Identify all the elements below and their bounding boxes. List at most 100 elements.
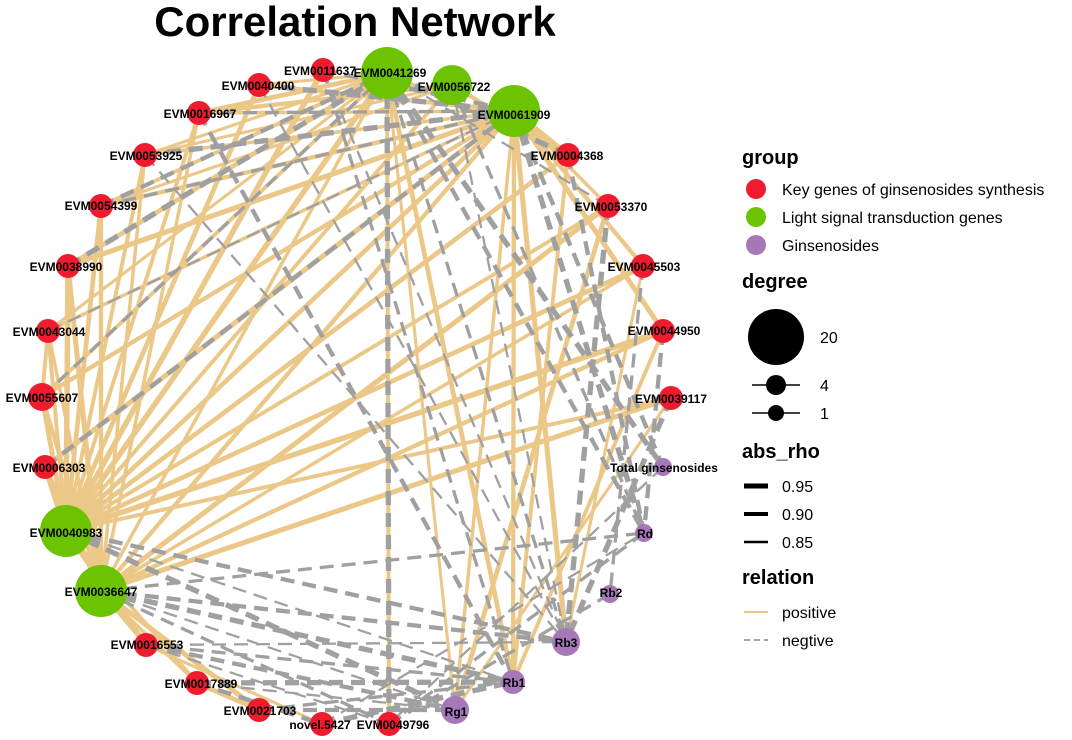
legend-absrho-label: 0.95	[782, 479, 813, 496]
legend-absrho-title: abs_rho	[742, 441, 820, 463]
node-label: EVM0038990	[30, 260, 103, 274]
node-label: EVM0011637	[284, 64, 356, 78]
node-label: EVM0043044	[13, 325, 86, 339]
network-node	[377, 712, 401, 736]
legend-relation-title: relation	[742, 567, 814, 589]
node-label: EVM0036647	[65, 585, 138, 599]
legend-degree-swatch	[766, 375, 786, 395]
network-node	[28, 383, 56, 411]
negative-edge	[385, 72, 568, 643]
positive-edge	[99, 112, 201, 592]
network-node	[56, 254, 80, 278]
network-node	[134, 633, 158, 657]
positive-edge	[385, 72, 457, 711]
node-label: EVM0006303	[13, 461, 86, 475]
positive-edge	[511, 154, 570, 683]
network-node	[501, 670, 525, 694]
edge-layer	[39, 67, 674, 727]
negative-edge	[565, 154, 647, 534]
network-node	[596, 194, 620, 218]
positive-edge	[100, 329, 664, 593]
negative-edge	[100, 71, 388, 208]
positive-edge	[99, 72, 389, 592]
network-node	[33, 455, 57, 479]
negative-edge	[257, 84, 568, 643]
positive-edge	[67, 108, 515, 269]
legend-group-swatch	[746, 179, 766, 199]
legend-group-swatch	[746, 235, 766, 255]
negative-edge	[144, 108, 515, 158]
node-label: EVM0054399	[65, 199, 138, 213]
network-node	[556, 143, 580, 167]
negative-edge	[511, 110, 647, 534]
legend-degree-swatch	[768, 405, 784, 421]
legend-degree-label: 1	[820, 406, 829, 423]
negative-edge	[388, 466, 664, 725]
node-label: Rb1	[503, 676, 526, 690]
negative-edge	[385, 70, 570, 158]
label-layer: EVM0041269EVM0056722EVM0061909EVM0004368…	[6, 64, 719, 732]
legend-absrho-label: 0.90	[782, 507, 813, 524]
node-label: EVM0053370	[575, 200, 648, 214]
network-node	[75, 565, 127, 617]
negative-edge	[512, 110, 665, 468]
node-label: EVM0055607	[6, 391, 79, 405]
legend-relation-label: negtive	[782, 633, 834, 650]
negative-edge	[388, 531, 645, 726]
node-layer	[28, 47, 683, 736]
negative-edge	[322, 67, 515, 114]
negative-edge	[100, 589, 390, 726]
negative-edge	[321, 679, 514, 727]
negative-edge	[198, 109, 515, 115]
node-label: EVM0045503	[608, 260, 681, 274]
network-node	[187, 101, 211, 125]
positive-edge	[511, 110, 569, 643]
network-node	[361, 47, 413, 99]
node-label: EVM0016553	[111, 638, 184, 652]
node-label: novel.5427	[289, 718, 351, 732]
positive-edge	[100, 83, 453, 208]
negative-edge	[144, 154, 567, 643]
node-label: EVM0061909	[478, 108, 551, 122]
negative-edge	[196, 679, 514, 686]
positive-edge	[99, 154, 147, 592]
node-label: EVM0004368	[531, 149, 604, 163]
positive-edge	[564, 265, 645, 643]
positive-edge	[63, 68, 326, 533]
positive-edge	[385, 72, 391, 725]
negative-edge	[145, 643, 514, 684]
negative-edge	[450, 84, 646, 534]
network-node	[631, 254, 655, 278]
positive-edge	[453, 397, 673, 711]
negative-edge	[100, 588, 567, 645]
negative-edge	[145, 642, 456, 713]
network-node	[601, 585, 619, 603]
negative-edge	[321, 69, 568, 643]
positive-edge	[65, 396, 672, 533]
negative-edge	[100, 589, 456, 712]
node-label: EVM0016967	[164, 107, 237, 121]
network-node	[488, 85, 540, 137]
positive-edge	[46, 330, 68, 532]
node-label: EVM0017889	[165, 677, 238, 691]
chart-title: Correlation Network	[154, 0, 556, 45]
node-label: Rg1	[445, 705, 468, 719]
legend-group-title: group	[742, 147, 799, 169]
legend-absrho-label: 0.85	[782, 535, 813, 552]
negative-edge	[321, 532, 645, 725]
network-node	[651, 319, 675, 343]
positive-edge	[63, 205, 104, 532]
negative-edge	[450, 84, 568, 643]
network-node	[36, 319, 60, 343]
negative-edge	[563, 396, 674, 644]
negative-edge	[100, 588, 514, 685]
positive-edge	[39, 396, 104, 592]
network-node	[659, 386, 683, 410]
negative-edge	[100, 531, 645, 593]
positive-edge	[64, 154, 147, 532]
network-node	[247, 73, 271, 97]
legend-group-label: Ginsenosides	[782, 238, 879, 255]
node-label: Total ginsenosides	[610, 461, 718, 475]
network-node	[552, 628, 580, 656]
network-node	[40, 505, 92, 557]
